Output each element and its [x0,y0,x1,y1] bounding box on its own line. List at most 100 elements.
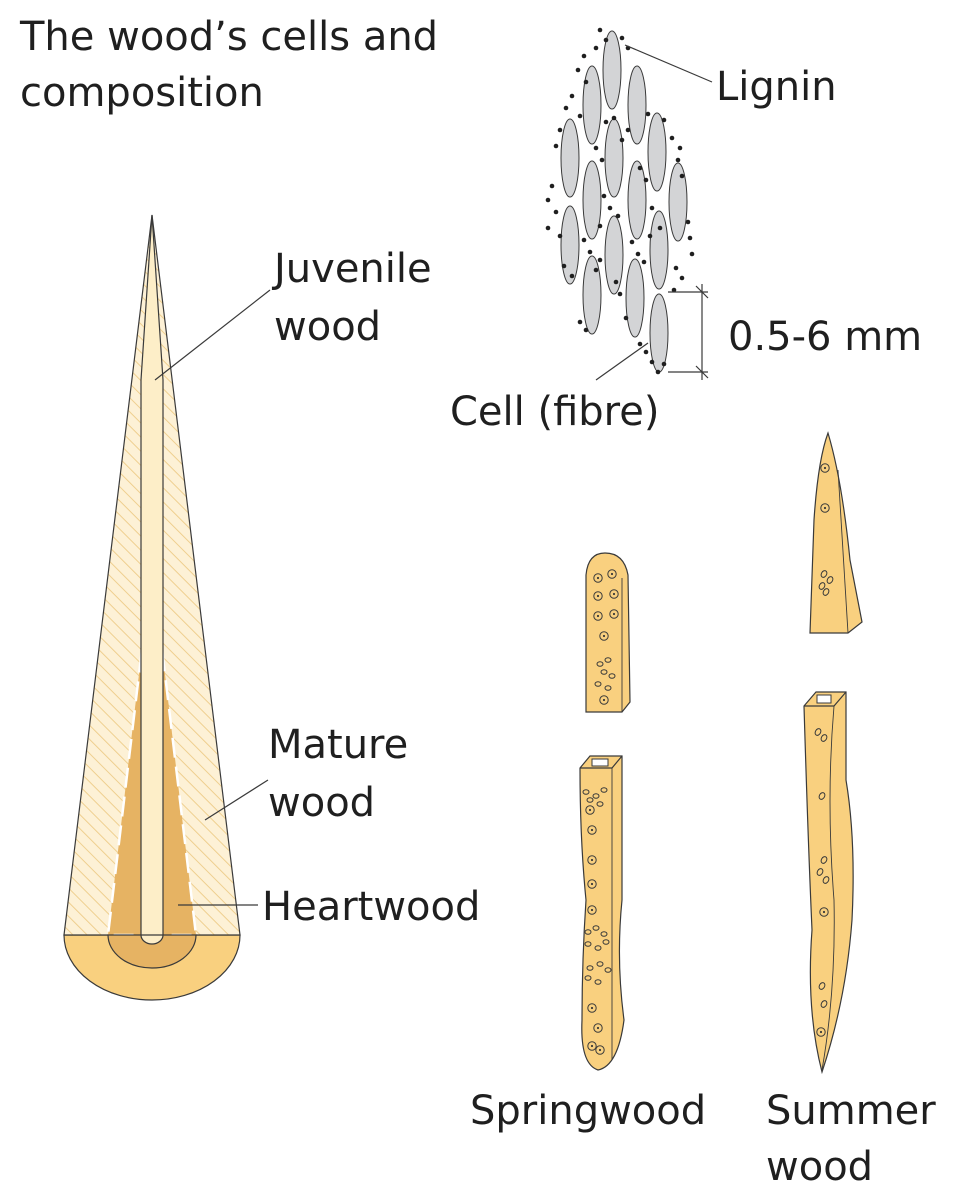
lignin-dot [675,157,681,163]
lignin-dot [561,263,567,269]
simple-pit [608,673,616,679]
bordered-pit [585,805,595,815]
lignin-dot [643,177,649,183]
lignin-dot [625,127,631,133]
simple-pit [820,856,828,864]
simple-pit [822,876,830,884]
lignin-dot [577,319,583,325]
lignin-dot [601,193,607,199]
lignin-dot [613,279,619,285]
bordered-pit [593,573,603,583]
simple-pit [582,789,590,795]
bordered-pit [587,1003,597,1013]
lignin-dot [549,183,555,189]
lignin-dot [679,275,685,281]
lignin-dot [557,127,563,133]
lignin-dot [553,209,559,215]
simple-pit [820,570,828,578]
pit-aperture [590,1006,594,1010]
pit-aperture [596,614,600,618]
lignin-dot [677,145,683,151]
bordered-pit [587,855,597,865]
lignin-dot [581,53,587,59]
cell-cluster [560,30,688,373]
lignin-dot [679,173,685,179]
lignin-dot [545,225,551,231]
lignin-dot [623,315,629,321]
lignin-dot [673,265,679,271]
cell-ellipse [602,30,622,110]
bordered-pit [587,825,597,835]
simple-pit [818,582,826,590]
label-cell-fibre: Cell (fibre) [450,389,659,435]
simple-pit [826,576,834,584]
cell-ellipse [582,160,602,240]
lignin-dot [661,117,667,123]
lignin-dot [619,35,625,41]
cell-ellipse [649,210,669,290]
bordered-pit [593,1023,603,1033]
lignin-dot [629,239,635,245]
lignin-dot [649,359,655,365]
simple-pit [586,797,594,803]
lignin-dot [615,213,621,219]
pit-aperture [610,572,614,576]
label-juvenile-line1: Juvenile [271,246,432,292]
cell-ellipse [560,118,580,198]
bordered-pit [819,907,829,917]
cell-ellipse [604,215,624,295]
lignin-dot [575,67,581,73]
lignin-dot [689,251,695,257]
summerwood-bottom-piece [803,691,854,1075]
label-juvenile-line2: wood [274,304,381,350]
cell-ellipse [647,112,667,192]
lignin-dot [641,259,647,265]
bordered-pit [609,609,619,619]
cell-ellipse [560,205,580,285]
lignin-dot [643,349,649,355]
lignin-dot [603,119,609,125]
label-summerwood-line1: Summer [766,1088,936,1134]
lignin-dot [617,291,623,297]
simple-pit [600,787,608,793]
heartwood-base [107,934,197,969]
simple-pit [596,661,604,667]
lignin-dot [569,93,575,99]
bordered-pit [593,591,603,601]
lignin-dot [637,341,643,347]
bordered-pit [593,611,603,621]
lignin-dot [581,237,587,243]
lignin-dot [569,273,575,279]
lignin-dot [607,205,613,211]
simple-pit [820,734,828,742]
cell-ellipse [582,65,602,145]
bordered-pit [816,1027,826,1037]
lignin-dot [687,235,693,241]
pit-aperture [590,828,594,832]
cell-ellipse [627,65,647,145]
pit-aperture [822,910,826,914]
lignin-dot [593,267,599,273]
diagram-title-line1: The wood’s cells and [19,14,438,60]
lignin-dot [587,249,593,255]
lignin-dot [563,105,569,111]
cell-ellipse [604,118,624,198]
label-springwood: Springwood [470,1088,706,1134]
pit-aperture [602,698,606,702]
simple-pit [818,982,826,990]
lignin-dot [637,165,643,171]
lignin-dot [603,37,609,43]
pit-aperture [612,612,616,616]
pit-aperture [590,1044,594,1048]
lignin-dot [545,197,551,203]
lignin-dot [647,233,653,239]
simple-pit [584,929,592,935]
lignin-dot [685,219,691,225]
simple-pit [600,931,608,937]
pit-aperture [598,1048,602,1052]
springwood-top-piece [585,552,631,713]
lignin-dot [669,135,675,141]
pit-aperture [588,808,592,812]
simple-pit [604,685,612,691]
lignin-dot [553,143,559,149]
